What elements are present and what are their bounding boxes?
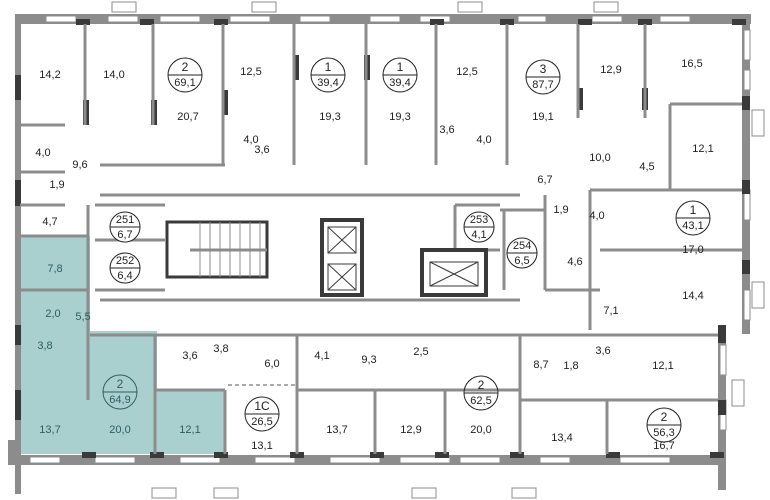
stairwell (165, 220, 269, 279)
room-labels-bottom: 3,6 3,8 6,0 13,1 4,1 9,3 2,5 13,7 12,9 2… (182, 343, 674, 452)
apartment-area: 43,1 (682, 220, 703, 232)
room-area: 9,3 (361, 354, 376, 366)
storage-area: 4,1 (471, 229, 486, 241)
room-area: 12,1 (692, 143, 713, 155)
room-area: 4,0 (243, 134, 258, 146)
room-area: 8,7 (533, 359, 548, 371)
apartment-rooms: 2 (661, 410, 668, 424)
storage-number: 253 (470, 214, 488, 226)
room-area: 1,9 (553, 204, 568, 216)
storage-area: 6,7 (117, 229, 132, 241)
room-area: 12,5 (240, 66, 261, 78)
room-area: 3,6 (254, 144, 269, 156)
room-area: 17,0 (682, 244, 703, 256)
room-area: 14,2 (39, 69, 60, 81)
storage-number: 252 (116, 255, 134, 267)
room-area: 13,7 (39, 424, 60, 436)
room-area: 4,6 (567, 256, 582, 268)
room-area: 9,6 (72, 159, 87, 171)
room-area: 13,7 (326, 424, 347, 436)
apartment-area: 26,5 (251, 416, 272, 428)
room-area: 1,8 (563, 360, 578, 372)
room-area: 20,7 (177, 111, 198, 123)
apartment-rooms: 3 (540, 62, 547, 76)
apartment-area: 39,4 (389, 77, 410, 89)
room-area: 3,6 (182, 350, 197, 362)
apartment-badge[interactable]: 2 64,9 (102, 374, 138, 410)
apartment-area: 87,7 (532, 79, 553, 91)
apartment-badge[interactable]: 3 87,7 (525, 59, 561, 95)
room-area: 19,1 (532, 111, 553, 123)
room-area: 12,1 (652, 360, 673, 372)
storage-number: 251 (116, 214, 134, 226)
room-area: 10,0 (589, 152, 610, 164)
room-area: 4,0 (35, 147, 50, 159)
room-area: 13,4 (551, 432, 572, 444)
room-area: 4,0 (589, 210, 604, 222)
room-area: 20,0 (109, 424, 130, 436)
storage-badge[interactable]: 252 6,4 (109, 252, 141, 284)
storage-area: 6,5 (514, 255, 529, 267)
storage-area: 6,4 (117, 270, 132, 282)
elevator-shafts (320, 218, 488, 297)
room-area: 3,6 (439, 124, 454, 136)
room-area: 16,5 (681, 58, 702, 70)
room-area: 4,1 (314, 350, 329, 362)
apartment-badge[interactable]: 1 39,4 (310, 57, 346, 93)
room-area: 13,1 (251, 440, 272, 452)
room-area: 4,0 (476, 134, 491, 146)
storage-badge[interactable]: 253 4,1 (463, 211, 495, 243)
apartment-badge[interactable]: 2 62,5 (463, 375, 499, 411)
apartment-rooms: 2 (478, 378, 485, 392)
room-area: 20,0 (470, 424, 491, 436)
apartment-rooms: 2 (117, 377, 124, 391)
room-labels-top: 14,2 14,0 20,7 4,0 9,6 1,9 4,7 12,5 4,0 … (35, 58, 713, 228)
apartment-badge[interactable]: 1С 26,5 (244, 396, 280, 432)
room-area: 7,1 (603, 305, 618, 317)
room-area: 6,7 (537, 174, 552, 186)
room-area: 6,0 (264, 358, 279, 370)
room-area: 4,7 (42, 216, 57, 228)
apartment-badge[interactable]: 2 56,3 (646, 407, 682, 443)
room-area: 3,8 (37, 340, 52, 352)
room-area: 19,3 (389, 111, 410, 123)
storage-number: 254 (513, 240, 531, 252)
apartment-rooms: 1 (397, 60, 404, 74)
apartment-rooms: 2 (182, 60, 189, 74)
room-area: 3,6 (595, 345, 610, 357)
room-area: 16,7 (653, 440, 674, 452)
room-area: 4,5 (639, 161, 654, 173)
room-area: 14,4 (682, 290, 703, 302)
room-area: 12,1 (179, 424, 200, 436)
apartment-rooms: 1 (325, 60, 332, 74)
room-area: 3,8 (213, 343, 228, 355)
apartment-rooms: 1С (254, 399, 270, 413)
room-area: 5,5 (75, 311, 90, 323)
room-labels-right: 1,9 4,0 4,6 17,0 14,4 7,1 (553, 204, 703, 317)
room-area: 2,0 (45, 308, 60, 320)
interior-walls (20, 24, 742, 454)
room-area: 2,5 (413, 346, 428, 358)
apartment-area: 56,3 (653, 427, 674, 439)
room-area: 7,8 (47, 263, 62, 275)
apartment-area: 39,4 (317, 77, 338, 89)
apartment-badge[interactable]: 2 69,1 (167, 57, 203, 93)
apartment-area: 62,5 (470, 395, 491, 407)
room-area: 1,9 (49, 179, 64, 191)
room-area: 12,9 (400, 424, 421, 436)
room-area: 14,0 (103, 69, 124, 81)
storage-badge[interactable]: 251 6,7 (109, 211, 141, 243)
apartment-area: 64,9 (109, 394, 130, 406)
windows (29, 1, 765, 499)
room-area: 12,5 (456, 66, 477, 78)
room-labels-highlighted: 7,8 2,0 5,5 3,8 13,7 20,0 12,1 (37, 263, 200, 436)
apartment-badge[interactable]: 1 39,4 (382, 57, 418, 93)
room-area: 12,9 (600, 64, 621, 76)
room-area: 19,3 (319, 111, 340, 123)
apartment-badge[interactable]: 1 43,1 (675, 200, 711, 236)
storage-badge[interactable]: 254 6,5 (506, 237, 538, 269)
apartment-rooms: 1 (690, 203, 697, 217)
apartment-area: 69,1 (174, 77, 195, 89)
